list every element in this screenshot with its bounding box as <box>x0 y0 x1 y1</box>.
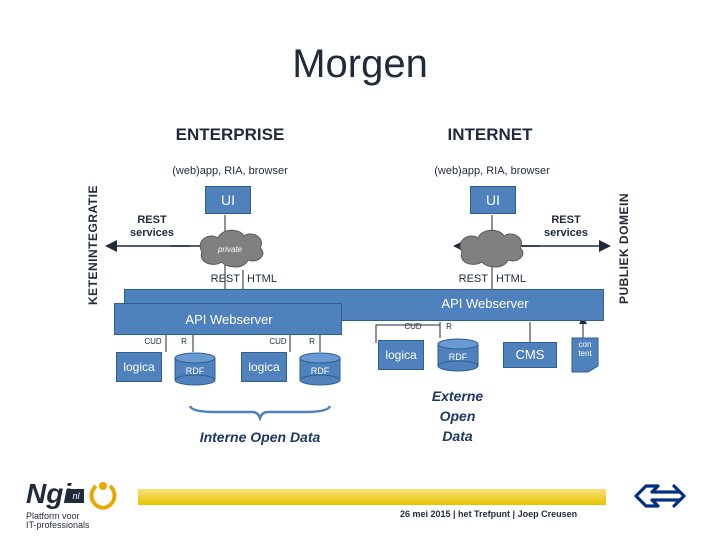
internet-cloud <box>459 229 524 268</box>
ent-logica-right: logica <box>241 352 287 382</box>
ngi-logo-badge: nl <box>68 489 84 503</box>
interne-open-data-caption: Interne Open Data <box>199 429 321 445</box>
ngi-logo-text: Ngi <box>26 478 72 509</box>
ent-rdf-right-label: RDF <box>310 366 330 376</box>
ns-logo-icon <box>634 484 686 508</box>
int-html-label: HTML <box>496 273 526 285</box>
int-logica: logica <box>378 340 424 370</box>
int-ui-box: UI <box>470 186 516 214</box>
int-conn-1 <box>375 324 440 343</box>
ent-rdf-left-label: RDF <box>185 366 205 376</box>
int-cms-box: CMS <box>503 342 557 368</box>
footer-date-line: 26 mei 2015 | het Trefpunt | Joep Creuse… <box>400 509 578 519</box>
int-rest-label: REST <box>458 273 488 285</box>
int-cud: CUD <box>404 322 422 331</box>
footer-bar <box>138 489 606 505</box>
content-document <box>571 337 599 373</box>
internet-heading: INTERNET <box>447 125 533 144</box>
ent-rest-label: REST <box>210 273 240 285</box>
rdf-cylinder-ent-left <box>174 352 216 386</box>
ent-cud-left: CUD <box>144 337 162 346</box>
private-cloud-label: private <box>217 245 242 254</box>
ent-r-right: R <box>309 337 315 346</box>
ent-ui-box: UI <box>205 186 251 214</box>
enterprise-client-label: (web)app, RIA, browser <box>172 165 288 177</box>
content-label: con tent <box>578 340 592 358</box>
internet-client-label: (web)app, RIA, browser <box>434 165 550 177</box>
rdf-cylinder-ent-right <box>299 352 341 386</box>
int-api-label: API Webserver <box>441 296 529 311</box>
externe-open-data-caption: Externe Open Data <box>431 388 484 444</box>
ent-rest-services-label: REST services <box>129 214 175 239</box>
rdf-cylinder-int <box>437 338 479 372</box>
slide-title: Morgen <box>292 42 428 86</box>
ngi-platform-text: Platform voor IT-professionals <box>26 511 90 530</box>
ent-cud-right: CUD <box>269 337 287 346</box>
int-rest-services-label: REST services <box>543 214 589 239</box>
enterprise-webserver-bar: API Webserver <box>114 303 342 335</box>
ent-r-left: R <box>181 337 187 346</box>
ent-html-label: HTML <box>247 273 277 285</box>
ngi-sun-icon <box>89 482 117 510</box>
ngi-logo: Ngi nl Platform voor IT-professionals <box>26 478 136 530</box>
int-rdf-label: RDF <box>448 352 468 362</box>
private-cloud <box>199 229 264 268</box>
interne-brace <box>188 405 332 422</box>
int-r: R <box>446 322 452 331</box>
ent-logica-left: logica <box>116 352 162 382</box>
enterprise-heading: ENTERPRISE <box>175 125 285 144</box>
ent-api-label: API Webserver <box>185 312 273 327</box>
